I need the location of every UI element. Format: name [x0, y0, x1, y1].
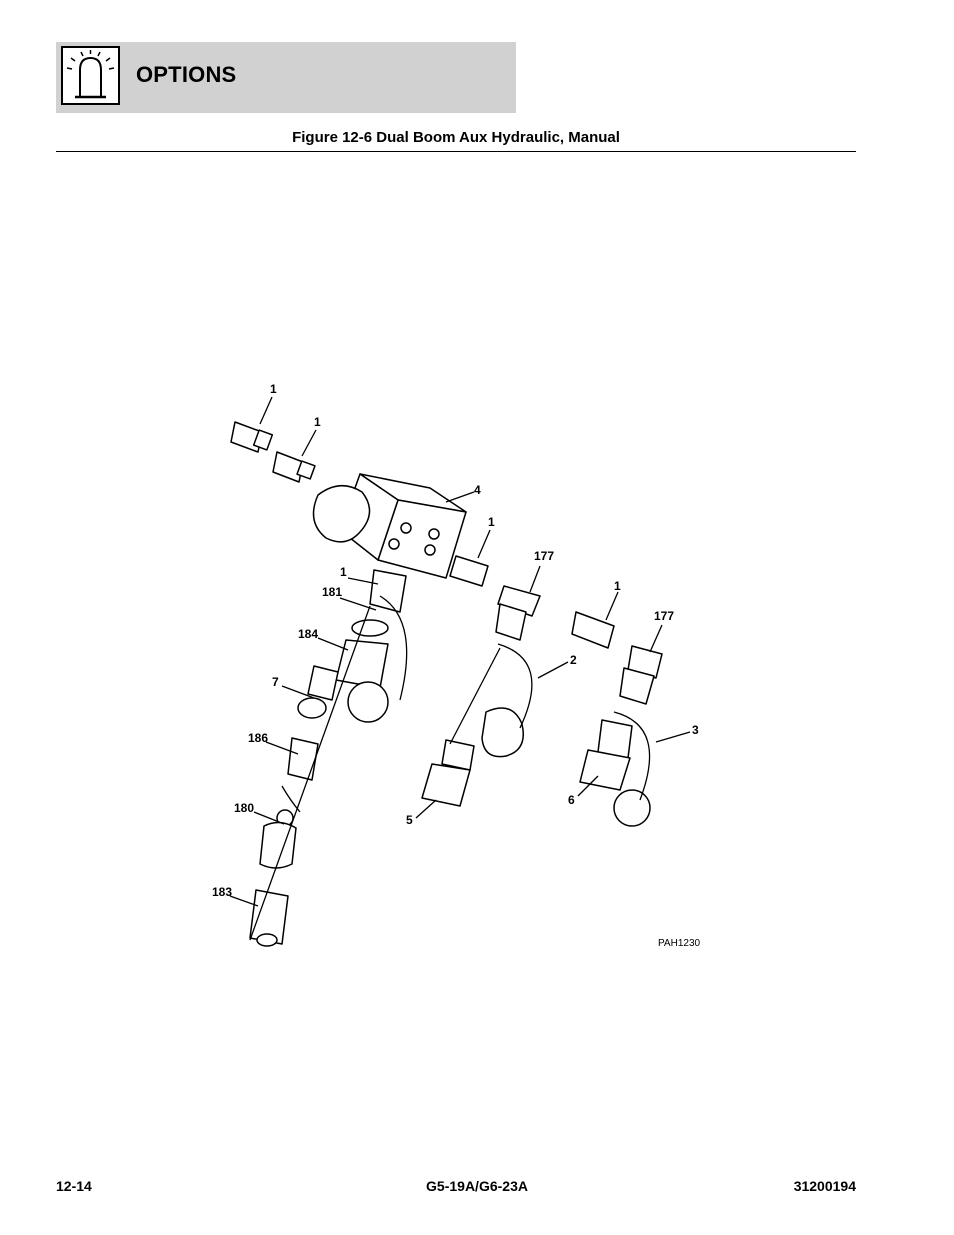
- callout-7: 7: [272, 675, 279, 689]
- callout-177: 177: [534, 549, 554, 563]
- figure-id: PAH1230: [658, 938, 701, 949]
- callout-5: 5: [406, 813, 413, 827]
- callout-3: 3: [692, 723, 699, 737]
- callout-1: 1: [488, 515, 495, 529]
- callout-186: 186: [248, 731, 268, 745]
- hose-lanyards: [249, 595, 651, 941]
- leader-lines: [229, 396, 691, 907]
- callout-183: 183: [212, 885, 232, 899]
- callout-6: 6: [568, 793, 575, 807]
- parts-drawing: [230, 421, 663, 947]
- warning-beacon-icon: [61, 46, 120, 105]
- model-number: G5-19A/G6-23A: [426, 1178, 528, 1194]
- hydraulic-parts-illustration: 1 1 4 1 177 1 177 181 1 184 2 7 3 186 6 …: [200, 370, 720, 960]
- callout-177: 177: [654, 609, 674, 623]
- header-band: [56, 42, 516, 113]
- figure-caption: Figure 12-6 Dual Boom Aux Hydraulic, Man…: [292, 129, 620, 146]
- callout-4: 4: [474, 483, 481, 497]
- callout-1: 1: [614, 579, 621, 593]
- callout-1: 1: [314, 415, 321, 429]
- document-number: 31200194: [793, 1178, 856, 1194]
- page-number: 12-14: [56, 1178, 92, 1194]
- callout-1: 1: [270, 382, 277, 396]
- callout-181: 181: [322, 585, 342, 599]
- section-title: OPTIONS: [136, 62, 237, 87]
- callout-184: 184: [298, 627, 318, 641]
- callout-labels: 1 1 4 1 177 1 177 181 1 184 2 7 3 186 6 …: [212, 382, 701, 949]
- callout-2: 2: [570, 653, 577, 667]
- callout-1: 1: [340, 565, 347, 579]
- header-rule: [56, 151, 856, 152]
- callout-180: 180: [234, 801, 254, 815]
